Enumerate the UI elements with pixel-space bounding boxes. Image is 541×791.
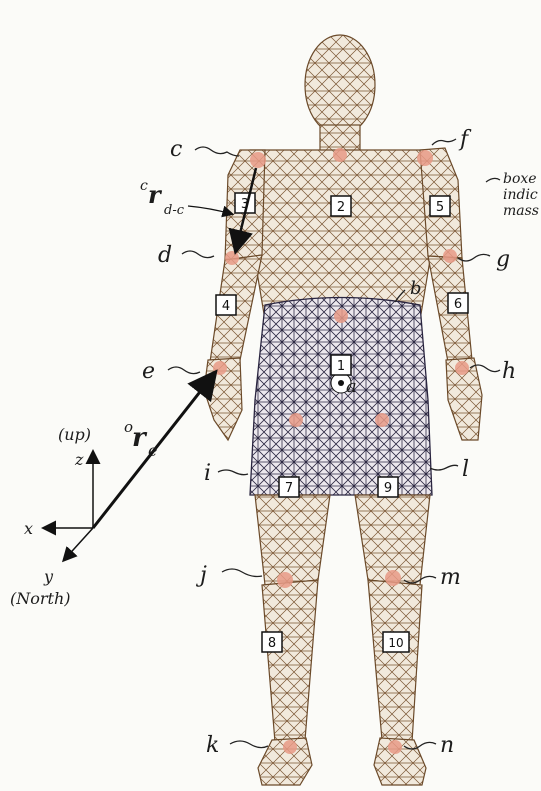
left-shank-mesh (262, 580, 318, 742)
vector-r-d-c-subscript: d-c (164, 203, 185, 218)
joint-label-d: d (158, 243, 172, 268)
center-of-mass-dot (338, 380, 344, 386)
note-line-2: indic (503, 187, 538, 203)
segment-box-9: 9 (378, 477, 398, 497)
leader-k (230, 741, 268, 748)
joint-marker-b (334, 309, 348, 323)
y-axis (64, 528, 93, 560)
right-shank-mesh (368, 580, 422, 742)
joint-marker-m (385, 570, 401, 586)
svg-text:5: 5 (436, 200, 444, 215)
svg-text:9: 9 (384, 481, 392, 496)
svg-text:6: 6 (454, 297, 462, 312)
pelvis-mesh (250, 298, 432, 496)
note-line-3: mass (503, 203, 539, 219)
svg-text:7: 7 (285, 481, 293, 496)
joint-marker-k (283, 740, 297, 754)
joint-label-e: e (142, 359, 155, 384)
vector-r-e-subscript: e (148, 441, 157, 460)
coordinate-axes: z (up) x y (North) (10, 425, 93, 608)
joint-label-i: i (204, 461, 211, 486)
z-axis-label: z (74, 450, 84, 469)
head-mesh (305, 35, 375, 135)
joint-marker-j (277, 572, 293, 588)
segment-box-10: 10 (383, 632, 409, 652)
svg-text:10: 10 (388, 636, 403, 650)
segment-box-5: 5 (430, 196, 450, 216)
leader-l (430, 465, 458, 470)
joint-label-a: a (346, 376, 357, 397)
joint-marker-f (417, 150, 433, 166)
segment-box-6: 6 (448, 293, 468, 313)
segment-box-8: 8 (262, 632, 282, 652)
joint-label-j: j (195, 563, 207, 588)
north-label: (North) (10, 589, 71, 608)
joint-marker-h (455, 361, 469, 375)
left-thigh-mesh (255, 495, 330, 585)
joint-label-f: f (458, 127, 472, 152)
joint-label-m: m (440, 565, 461, 590)
svg-text:1: 1 (337, 359, 345, 374)
leader-j (222, 569, 262, 577)
segment-box-1: 1 (331, 355, 351, 375)
joint-label-c: c (170, 137, 182, 162)
vector-r-d-c-superscript: c (140, 178, 148, 194)
joint-marker-e (213, 361, 227, 375)
joint-marker-g (443, 249, 457, 263)
joint-label-k: k (206, 733, 219, 758)
joint-marker-n (388, 740, 402, 754)
joint-marker-hip-left (289, 413, 303, 427)
joint-marker-neck (333, 148, 347, 162)
vector-r-e-symbol: r (132, 423, 148, 453)
leader-f (432, 139, 456, 145)
segment-box-7: 7 (279, 477, 299, 497)
body-mesh (204, 35, 482, 785)
joint-marker-hip-right (375, 413, 389, 427)
leader-d (182, 251, 214, 258)
x-axis-label: x (24, 519, 33, 538)
side-note: boxe indic mass (486, 171, 539, 219)
y-axis-label: y (43, 567, 54, 586)
note-line-1: boxe (503, 171, 537, 187)
segment-box-4: 4 (216, 295, 236, 315)
joint-label-g: g (496, 247, 510, 272)
svg-text:2: 2 (337, 200, 345, 215)
svg-text:8: 8 (268, 636, 276, 651)
segment-box-2: 2 (331, 196, 351, 216)
leader-c (195, 147, 239, 156)
joint-label-n: n (440, 733, 454, 758)
joint-marker-c (250, 152, 266, 168)
leader-i (218, 470, 248, 475)
joint-label-h: h (502, 359, 516, 384)
leader-g (458, 254, 490, 261)
up-label: (up) (58, 425, 91, 444)
vector-r-d-c-symbol: r (148, 180, 163, 209)
vector-r-e: o r e (93, 374, 214, 528)
joint-marker-d (225, 251, 239, 265)
svg-text:4: 4 (222, 299, 230, 314)
leader-e (168, 367, 200, 374)
joint-label-b: b (410, 278, 422, 299)
joint-label-l: l (462, 457, 469, 482)
